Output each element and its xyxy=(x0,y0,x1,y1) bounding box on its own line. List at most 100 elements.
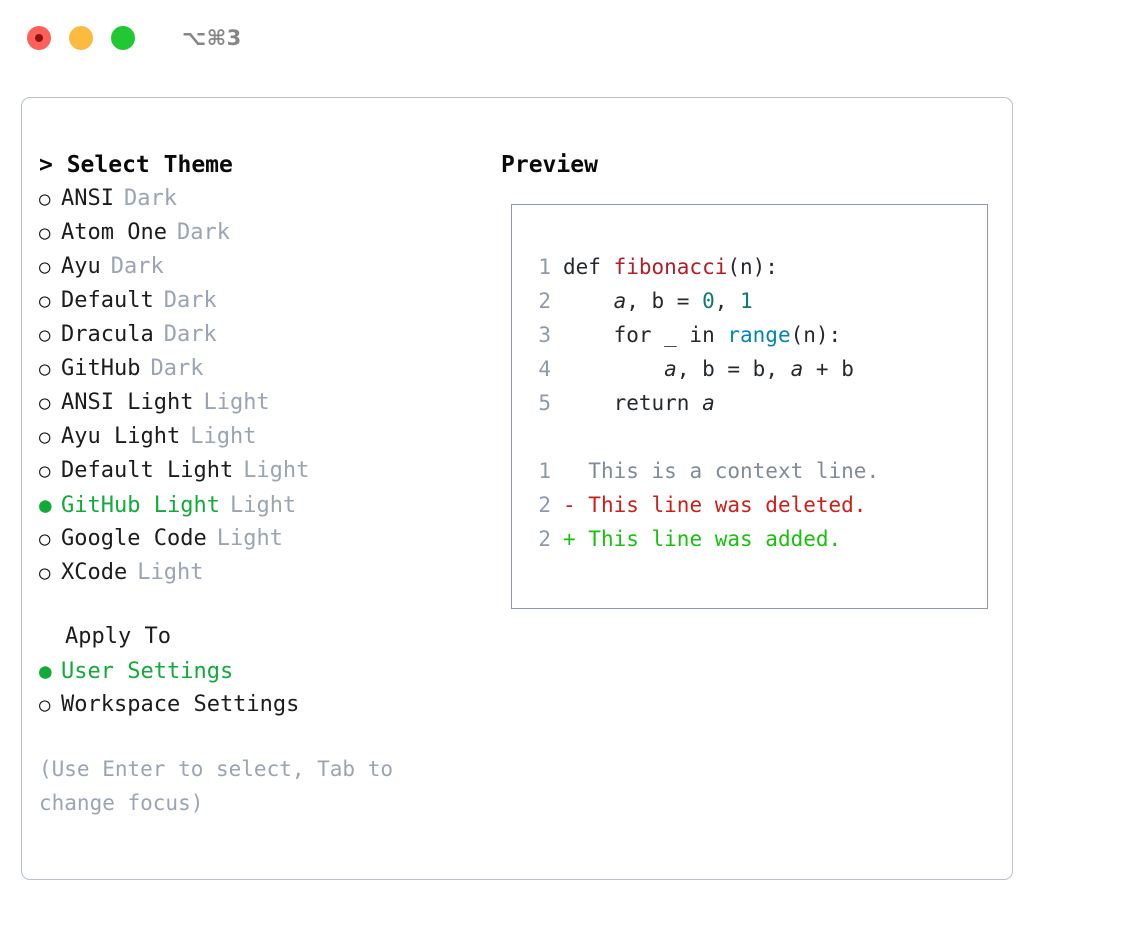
radio-unselected-icon: ○ xyxy=(39,188,51,210)
radio-unselected-icon: ○ xyxy=(39,694,51,716)
keyboard-shortcut-label: ⌥⌘3 xyxy=(182,26,242,50)
line-number: 3 xyxy=(538,323,551,347)
radio-unselected-icon: ○ xyxy=(39,562,51,584)
spacer xyxy=(39,590,469,620)
theme-variant-tag: Dark xyxy=(150,356,204,381)
diff-marker: - xyxy=(563,493,576,517)
theme-option-label: GitHub Light xyxy=(61,493,220,518)
radio-unselected-icon: ○ xyxy=(39,358,51,380)
theme-variant-tag: Light xyxy=(229,493,297,518)
radio-selected-icon: ● xyxy=(39,659,52,683)
theme-option-label: GitHub xyxy=(61,356,141,381)
diff-marker xyxy=(563,459,576,483)
minimize-button[interactable] xyxy=(69,26,93,50)
apply-option-user-settings[interactable]: ● User Settings xyxy=(39,654,469,688)
theme-variant-tag: Light xyxy=(203,390,270,415)
code-line: 1 def fibonacci(n): xyxy=(523,250,879,284)
code-line: 3 for _ in range(n): xyxy=(523,318,879,352)
code-token-plain: + b xyxy=(803,357,854,381)
radio-unselected-icon: ○ xyxy=(39,460,51,482)
theme-variant-tag: Light xyxy=(216,526,283,551)
theme-option-ansi[interactable]: ○ ANSI Dark xyxy=(39,182,469,216)
theme-variant-tag: Dark xyxy=(123,186,177,211)
code-token-var: a xyxy=(613,289,627,313)
theme-option-label: Dracula xyxy=(61,322,154,347)
code-token-plain: , b = xyxy=(626,289,703,313)
close-icon xyxy=(35,34,43,42)
theme-option-label: ANSI Light xyxy=(61,390,194,415)
code-token-fn: fibonacci xyxy=(613,255,728,279)
line-number: 2 xyxy=(538,289,551,313)
radio-unselected-icon: ○ xyxy=(39,256,51,278)
theme-option-default[interactable]: ○ Default Dark xyxy=(39,284,469,318)
code-token-var: a xyxy=(790,357,804,381)
code-line: 2 a, b = 0, 1 xyxy=(523,284,879,318)
line-number: 2 xyxy=(538,527,551,551)
theme-variant-tag: Dark xyxy=(163,322,217,347)
maximize-button[interactable] xyxy=(111,26,135,50)
title-bar: ⌥⌘3 xyxy=(0,0,1140,76)
theme-variant-tag: Light xyxy=(137,560,204,585)
code-token-plain xyxy=(563,357,664,381)
code-token-plain: (n): xyxy=(727,255,778,279)
radio-selected-icon: ● xyxy=(39,493,52,517)
diff-marker: + xyxy=(563,527,576,551)
traffic-lights xyxy=(27,26,135,50)
theme-option-default-light[interactable]: ○ Default Light Light xyxy=(39,454,469,488)
code-token-plain: return xyxy=(563,391,703,415)
theme-option-label: Default xyxy=(61,288,154,313)
code-spacer xyxy=(523,420,879,454)
theme-variant-tag: Dark xyxy=(163,288,217,313)
code-token-plain: , b = b, xyxy=(676,357,791,381)
code-token-var: a xyxy=(702,391,715,415)
code-token-plain: def xyxy=(563,255,614,279)
code-token-builtin: range xyxy=(727,323,791,347)
diff-line-del: 2- This line was deleted. xyxy=(523,488,879,522)
theme-option-xcode[interactable]: ○ XCode Light xyxy=(39,556,469,590)
theme-option-label: Ayu Light xyxy=(61,424,181,449)
code-token-plain: (n): xyxy=(790,323,842,347)
code-token-plain: , xyxy=(714,289,741,313)
apply-to-header: Apply To xyxy=(65,624,171,649)
radio-unselected-icon: ○ xyxy=(39,426,51,448)
select-theme-header: > Select Theme xyxy=(39,152,233,178)
line-number: 1 xyxy=(538,255,551,279)
radio-unselected-icon: ○ xyxy=(39,290,51,312)
theme-option-github[interactable]: ○ GitHub Dark xyxy=(39,352,469,386)
theme-option-label: XCode xyxy=(61,560,128,585)
theme-variant-tag: Light xyxy=(243,458,310,483)
apply-option-label: User Settings xyxy=(61,659,234,684)
apply-option-workspace-settings[interactable]: ○ Workspace Settings xyxy=(39,688,469,722)
close-button[interactable] xyxy=(27,26,51,50)
code-token-num: 0 xyxy=(702,289,715,313)
theme-option-github-light[interactable]: ● GitHub Light Light xyxy=(39,488,469,522)
code-token-var: a xyxy=(664,357,677,381)
apply-to-list[interactable]: ● User Settings ○ Workspace Settings xyxy=(39,654,469,722)
theme-option-label: ANSI xyxy=(61,186,114,211)
keyboard-hint-text: (Use Enter to select, Tab to change focu… xyxy=(39,757,406,815)
apply-option-label: Workspace Settings xyxy=(61,692,300,717)
line-number: 4 xyxy=(538,357,551,381)
theme-option-google-code[interactable]: ○ Google Code Light xyxy=(39,522,469,556)
code-line: 4 a, b = b, a + b xyxy=(523,352,879,386)
diff-text: This line was deleted. xyxy=(575,493,867,517)
radio-unselected-icon: ○ xyxy=(39,528,51,550)
code-token-plain xyxy=(563,289,614,313)
diff-line-ctx: 1 This is a context line. xyxy=(523,454,879,488)
line-number: 5 xyxy=(538,391,551,415)
theme-option-label: Default Light xyxy=(61,458,234,483)
diff-text: This line was added. xyxy=(575,527,842,551)
theme-option-label: Google Code xyxy=(61,526,207,551)
preview-header: Preview xyxy=(501,152,598,178)
